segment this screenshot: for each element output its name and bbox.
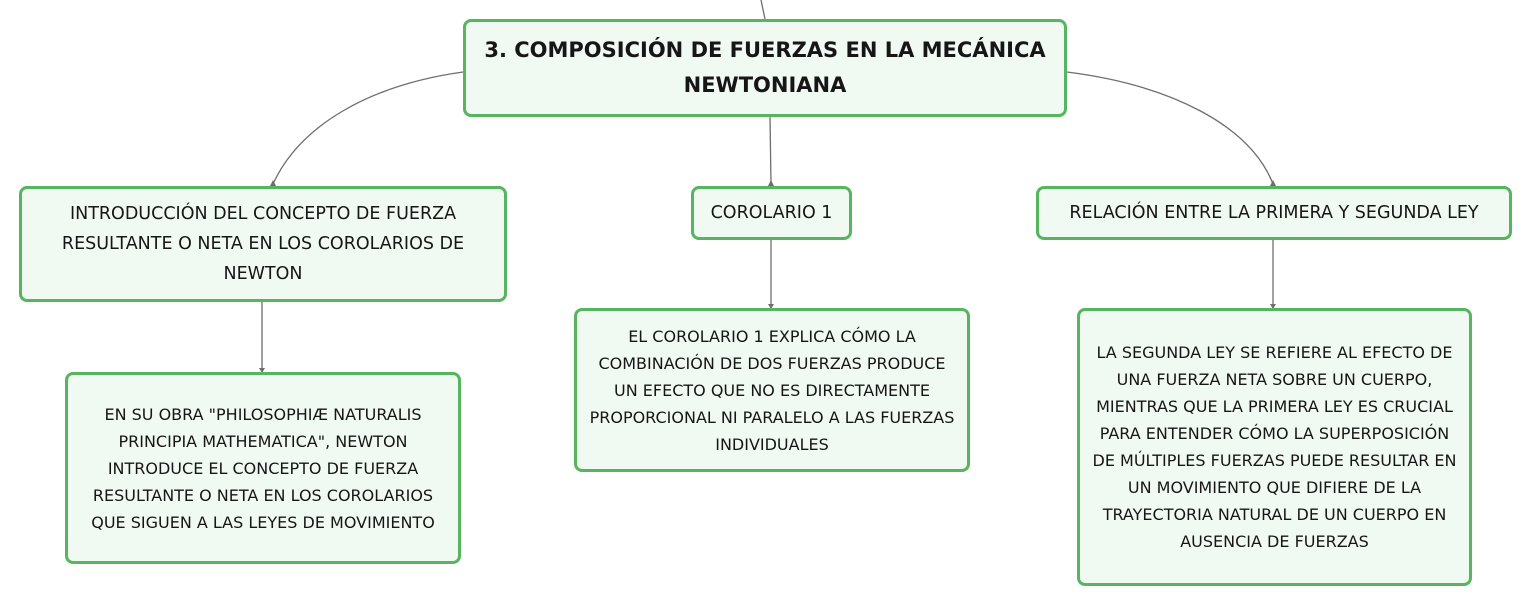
connector-root-to-relacion xyxy=(1066,71,1274,185)
branch-relacion-leyes-text: RELACIÓN ENTRE LA PRIMERA Y SEGUNDA LEY xyxy=(1069,203,1479,223)
detail-corolario-explicacion-text: EL COROLARIO 1 EXPLICA CÓMO LA COMBINACI… xyxy=(589,326,955,454)
arrowhead-corolario xyxy=(768,180,774,186)
root-topic-text: 3. COMPOSICIÓN DE FUERZAS EN LA MECÁNICA… xyxy=(484,38,1046,97)
root-topic-node[interactable]: 3. COMPOSICIÓN DE FUERZAS EN LA MECÁNICA… xyxy=(463,19,1067,117)
branch-node-introduccion[interactable]: INTRODUCCIÓN DEL CONCEPTO DE FUERZA RESU… xyxy=(19,186,507,302)
branch-node-relacion-leyes[interactable]: RELACIÓN ENTRE LA PRIMERA Y SEGUNDA LEY xyxy=(1036,186,1512,240)
arrowhead-intro xyxy=(270,180,276,186)
detail-node-philosophiae[interactable]: EN SU OBRA "PHILOSOPHIÆ NATURALIS PRINCI… xyxy=(65,372,461,564)
arrowhead-relacion-detail xyxy=(1270,304,1276,309)
branch-corolario-1-text: COROLARIO 1 xyxy=(710,203,833,223)
detail-segunda-ley-text: LA SEGUNDA LEY SE REFIERE AL EFECTO DE U… xyxy=(1092,343,1457,551)
connector-incoming xyxy=(760,0,766,20)
arrowhead-intro-detail xyxy=(259,368,265,373)
detail-node-corolario-explicacion[interactable]: EL COROLARIO 1 EXPLICA CÓMO LA COMBINACI… xyxy=(574,308,970,472)
branch-node-corolario-1[interactable]: COROLARIO 1 xyxy=(691,186,852,240)
detail-philosophiae-text: EN SU OBRA "PHILOSOPHIÆ NATURALIS PRINCI… xyxy=(91,404,435,532)
branch-introduccion-text: INTRODUCCIÓN DEL CONCEPTO DE FUERZA RESU… xyxy=(61,204,465,284)
connector-root-to-corolario xyxy=(769,116,772,185)
connector-root-to-intro xyxy=(272,71,464,185)
arrowhead-relacion xyxy=(1270,180,1276,186)
arrowhead-corolario-detail xyxy=(768,304,774,309)
detail-node-segunda-ley[interactable]: LA SEGUNDA LEY SE REFIERE AL EFECTO DE U… xyxy=(1077,308,1472,586)
